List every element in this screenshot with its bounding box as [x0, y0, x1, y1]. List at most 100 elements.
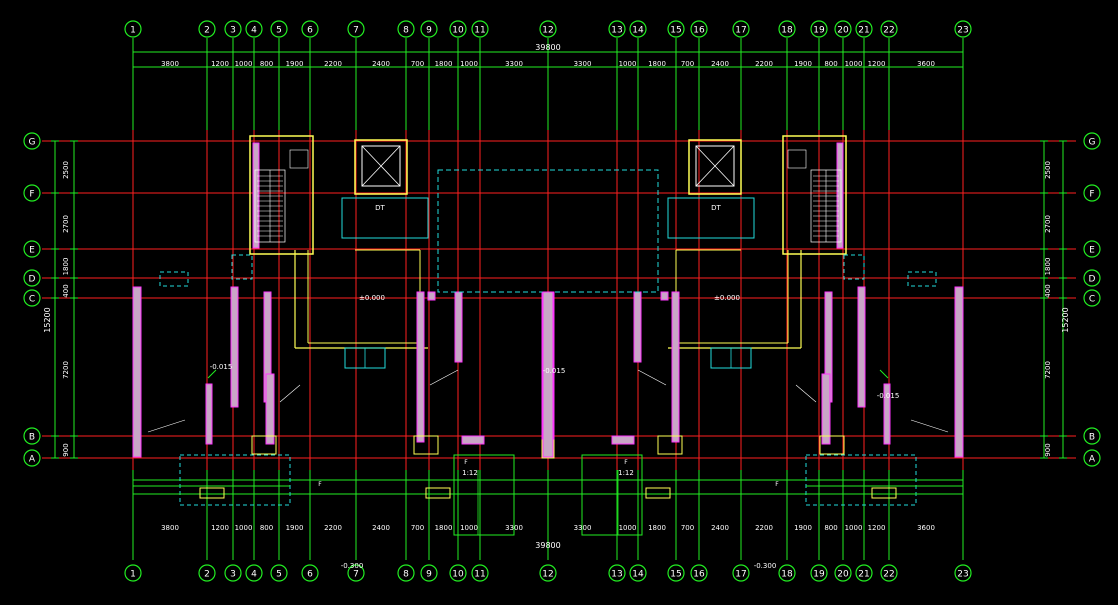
overall-dimension-bottom: 39800 [535, 541, 560, 550]
axis-bubble-label: 10 [452, 26, 464, 36]
elevator-label-left: DT [375, 204, 385, 212]
span-dimension-bottom: 700 [681, 524, 694, 532]
axis-bubble [449, 20, 467, 38]
axis-bubble [23, 449, 41, 467]
axis-bubble-label: 14 [632, 570, 644, 580]
stair-wall [252, 142, 260, 249]
span-dimension-bottom: 2400 [711, 524, 729, 532]
axis-bubble [23, 427, 41, 445]
wall-stub [660, 291, 669, 301]
wall-segment [671, 291, 680, 443]
revision-cloud [667, 197, 755, 239]
drain-box [645, 487, 671, 499]
axis-grid-lines [42, 122, 1076, 470]
axis-bubble [810, 20, 828, 38]
span-dimension-bottom: 3600 [917, 524, 935, 532]
drain-box [199, 487, 225, 499]
span-dimension-top: 1000 [235, 60, 253, 68]
axis-bubble-label: 13 [611, 570, 622, 580]
wall-segment [230, 286, 239, 408]
span-dimension-bottom: 1900 [286, 524, 304, 532]
column-box [819, 435, 845, 455]
column-box [251, 435, 277, 455]
axis-bubble [347, 20, 365, 38]
elevation-labels: ±0.000 ±0.000 -0.015 -0.015 -0.015 -0.30… [210, 204, 900, 570]
revision-cloud [341, 197, 429, 239]
leader-line [147, 419, 186, 433]
span-dimension-left: 2500 [62, 161, 70, 179]
span-dimension-top: 1000 [619, 60, 637, 68]
span-dimension-right: 2700 [1044, 215, 1052, 233]
elevator-car [361, 145, 401, 187]
axis-bubble [880, 564, 898, 582]
axis-bubble [954, 20, 972, 38]
column-box [413, 435, 439, 455]
axis-bubble-label: 23 [957, 570, 968, 580]
axis-bubble-label: B [29, 433, 35, 443]
span-dimension-bottom: 1900 [794, 524, 812, 532]
span-dimension-top: 3300 [505, 60, 523, 68]
axis-bubble-label: D [29, 275, 36, 285]
axis-bubble [224, 564, 242, 582]
axis-bubble [198, 564, 216, 582]
axis-bubble [1083, 427, 1101, 445]
axis-bubble-label: 21 [858, 570, 869, 580]
dimension-lines [51, 38, 1067, 560]
wall-segment [132, 286, 142, 458]
axis-bubble-label: 19 [813, 26, 825, 36]
axis-bubble-label: C [29, 295, 35, 305]
span-dimension-bottom: 3800 [161, 524, 179, 532]
axis-bubble-label: 22 [883, 570, 894, 580]
axis-bubble-label: 3 [230, 570, 236, 580]
axis-bubble-label: E [1089, 246, 1095, 256]
axis-bubble-label: 16 [693, 570, 705, 580]
axis-bubble [810, 564, 828, 582]
plan-geometry [132, 135, 964, 536]
axis-bubble [855, 20, 873, 38]
slope-mark: F [624, 459, 628, 466]
span-dimension-top: 1800 [648, 60, 666, 68]
overall-dimensions: 39800 39800 [535, 43, 560, 550]
elevator-label-right: DT [711, 204, 721, 212]
axis-bubble [778, 564, 796, 582]
stair-core-outline [249, 135, 314, 255]
span-dimension-top: 800 [824, 60, 837, 68]
dashed-outline [231, 254, 253, 280]
elevator-cross [361, 145, 401, 187]
span-dimension-bottom: 1800 [435, 524, 453, 532]
axis-bubble [471, 564, 489, 582]
axis-bubble-label: 19 [813, 570, 825, 580]
elevation-balcony-left: -0.015 [210, 363, 233, 371]
wall-segment [454, 291, 463, 363]
slope-marks: F F F F [318, 459, 779, 488]
wall-segment [416, 291, 425, 443]
axis-bubble [224, 20, 242, 38]
axis-bubble [880, 20, 898, 38]
span-dimension-left: 7200 [62, 361, 70, 379]
axis-bubble [855, 564, 873, 582]
axis-bubble-label: 6 [307, 26, 313, 36]
axis-bubble [690, 564, 708, 582]
span-dimension-bottom: 2200 [755, 524, 773, 532]
leader-line [795, 384, 817, 403]
span-dimension-bottom: 1000 [235, 524, 253, 532]
span-dimension-left: 400 [62, 284, 70, 297]
axis-bubble [449, 564, 467, 582]
axis-bubble-label: 15 [670, 570, 681, 580]
span-dimension-left: 900 [62, 443, 70, 456]
span-dimension-bottom: 800 [260, 524, 273, 532]
axis-bubble [539, 564, 557, 582]
span-dimension-left: 2700 [62, 215, 70, 233]
span-dimension-top: 1200 [868, 60, 886, 68]
axis-bubble [1083, 449, 1101, 467]
axis-bubble [301, 564, 319, 582]
axis-bubble [397, 564, 415, 582]
elevation-bottom-right: -0.300 [754, 562, 777, 570]
axis-bubble [1083, 269, 1101, 287]
axis-bubble [732, 20, 750, 38]
axis-bubble-label: 20 [837, 570, 849, 580]
elevation-main-left: ±0.000 [359, 294, 385, 302]
axis-bubble-label: F [1089, 190, 1094, 200]
axis-bubbles: 1122334455667788991010111112121313141415… [23, 20, 1101, 582]
